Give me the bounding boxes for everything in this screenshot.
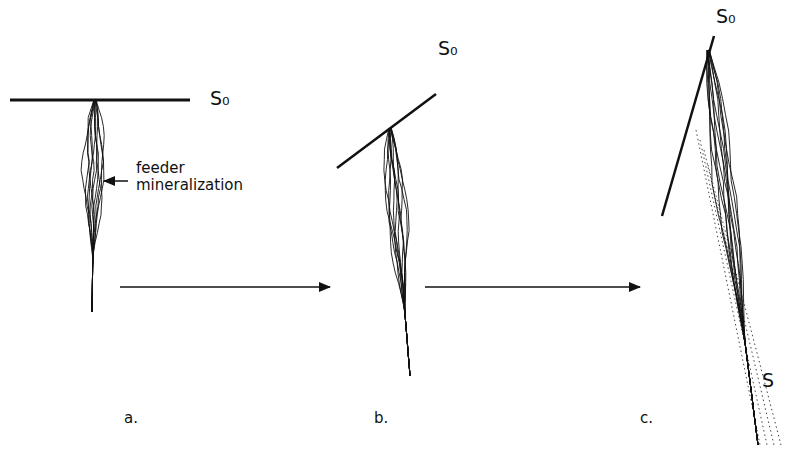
- process-arrow: [120, 286, 330, 288]
- vein-strand: [384, 128, 410, 376]
- bedding-line: [10, 99, 190, 102]
- bedding-label: S₀: [438, 38, 458, 59]
- vein-strand: [708, 50, 758, 445]
- leader-arrow: [104, 180, 128, 182]
- vein-strand: [707, 50, 758, 445]
- vein-strand: [708, 50, 758, 445]
- bedding-label: S₀: [716, 6, 736, 27]
- panel-letter: c.: [640, 410, 653, 427]
- vein-strand: [708, 50, 759, 445]
- vein-bundle: [81, 50, 758, 445]
- vein-strand: [707, 50, 758, 445]
- foliation-label: S: [762, 370, 774, 391]
- foliation-band: [696, 130, 781, 445]
- vein-strand: [88, 100, 95, 312]
- panel-letter: b.: [374, 410, 388, 427]
- panel-letter: a.: [124, 410, 138, 427]
- vein-strand: [81, 100, 94, 312]
- vein-strand: [385, 128, 410, 376]
- bedding-line: [337, 94, 436, 168]
- process-arrow: [425, 286, 640, 288]
- feature-label: feeder mineralization: [136, 160, 232, 193]
- bedding-line: [662, 36, 714, 216]
- bedding-label: S₀: [210, 88, 230, 109]
